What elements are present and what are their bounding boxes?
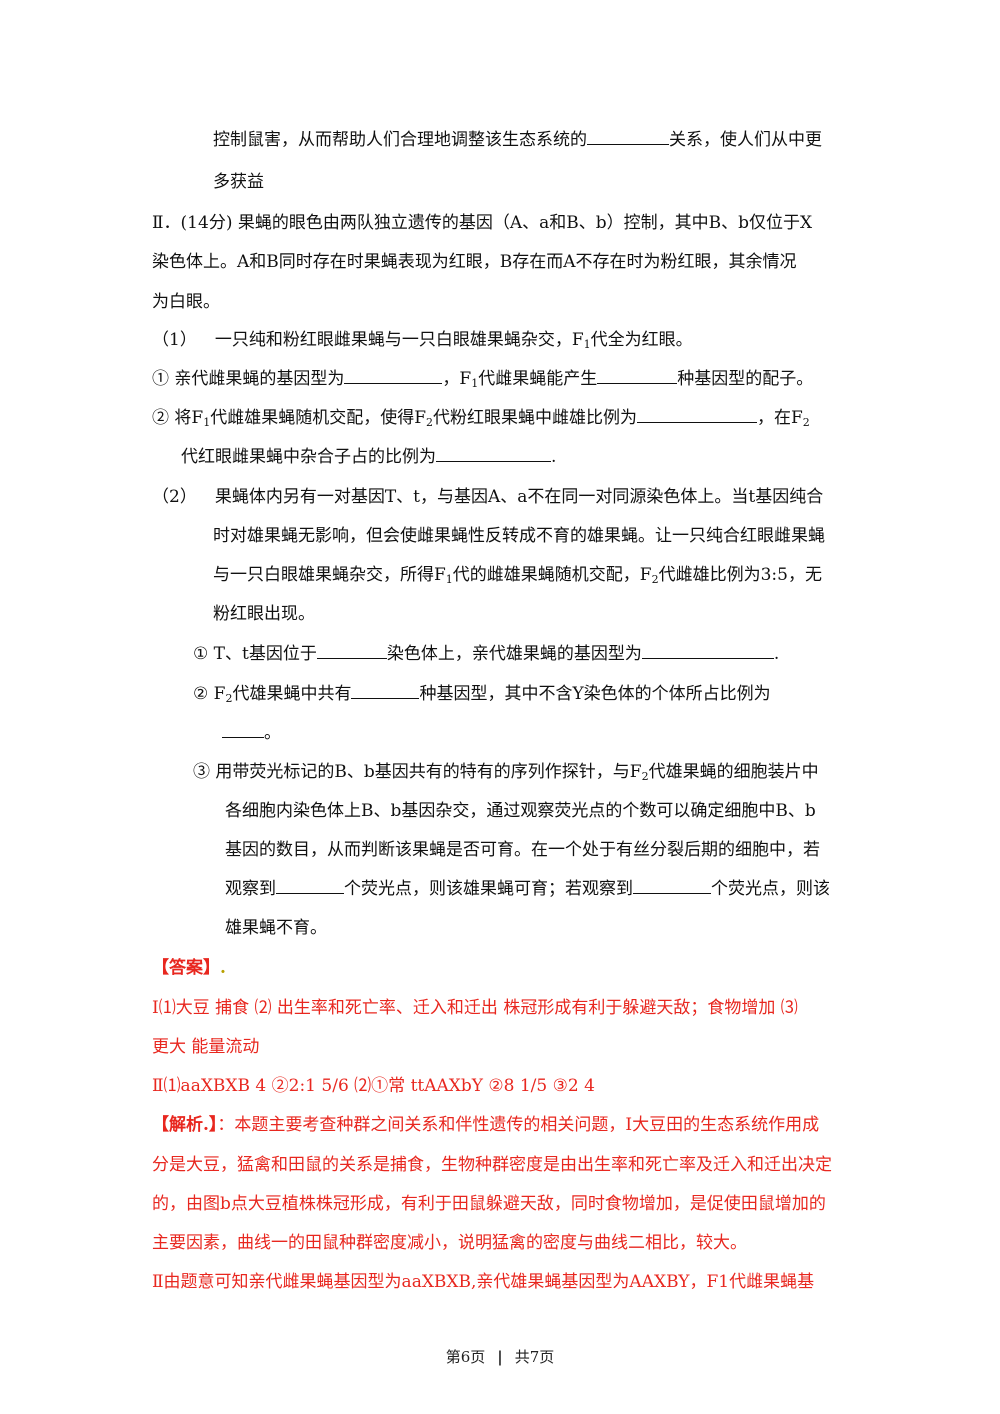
page-number: 第6页 (445, 1348, 486, 1366)
page-footer: 第6页 | 共7页 (0, 1346, 1000, 1367)
answer-line-1: Ⅰ⑴大豆 捕食 ⑵ 出生率和死亡率、迁入和迁出 株冠形成有利于躲避天敌；食物增加… (152, 998, 798, 1018)
fill-blank[interactable] (436, 445, 551, 462)
analysis-line-3: 的，由图b点大豆植株株冠形成，有利于田鼠躲避天敌，同时食物增加，是促使田鼠增加的 (152, 1194, 826, 1214)
question-2-stem: （2）果蝇体内另有一对基因T、t，与基因A、a不在同一对同源染色体上。当t基因纯… (152, 487, 824, 507)
question-2-item-2-cont: 。 (222, 721, 281, 745)
fill-blank[interactable] (597, 367, 678, 384)
question-2-line-4: 粉红眼出现。 (213, 604, 315, 624)
question-2-item-3-line-2: 各细胞内染色体上B、b基因杂交，通过观察荧光点的个数可以确定细胞中B、b (225, 801, 816, 821)
question-2-item-3-line-5: 雄果蝇不育。 (225, 918, 327, 938)
question-1-item-2-cont: 代红眼雌果蝇中杂合子占的比例为. (181, 445, 557, 467)
footer-separator: | (497, 1348, 503, 1366)
question-2-line-2: 时对雄果蝇无影响，但会使雌果蝇性反转成不育的雄果蝇。让一只纯合红眼雌果蝇 (213, 526, 825, 546)
fill-blank[interactable] (316, 642, 387, 659)
question-1-item-2: ② 将F1代雌雄果蝇随机交配，使得F2代粉红眼果蝇中雌雄比例为，在F2 (152, 406, 810, 429)
question-1-stem: （1）一只纯和粉红眼雌果蝇与一只白眼雄果蝇杂交，F1代全为红眼。 (152, 330, 693, 351)
fill-blank[interactable] (344, 367, 443, 384)
question-1-item-1: ① 亲代雌果蝇的基因型为，F1代雌果蝇能产生种基因型的配子。 (152, 367, 814, 390)
text-line-3: Ⅱ．(14分) 果蝇的眼色由两队独立遗传的基因（A、a和B、b）控制，其中B、b… (152, 213, 813, 233)
analysis-line-5: Ⅱ由题意可知亲代雌果蝇基因型为aaXBXB,亲代雄果蝇基因型为AAXBY，F1代… (152, 1272, 815, 1292)
fill-blank[interactable] (351, 682, 420, 699)
question-2-item-2: ② F2代雄果蝇中共有种基因型，其中不含Y染色体的个体所占比例为 (193, 682, 771, 705)
question-2-item-3-line-3: 基因的数目，从而判断该果蝇是否可育。在一个处于有丝分裂后期的细胞中，若 (225, 840, 820, 860)
fill-blank[interactable] (276, 877, 344, 894)
question-2-item-3: ③ 用带荧光标记的B、b基因共有的特有的序列作探针，与F2代雄果蝇的细胞装片中 (193, 762, 819, 783)
fill-blank[interactable] (633, 877, 711, 894)
answer-line-2: 更大 能量流动 (152, 1037, 260, 1057)
fill-blank[interactable] (222, 721, 264, 738)
analysis-line-1: 【解析.】：本题主要考查种群之间关系和伴性遗传的相关问题，Ⅰ大豆田的生态系统作用… (152, 1115, 820, 1135)
answer-line-3: Ⅱ⑴aaXBXB 4 ②2:1 5/6 ⑵①常 ttAAXbY ②8 1/5 ③… (152, 1076, 595, 1096)
question-2-line-3: 与一只白眼雄果蝇杂交，所得F1代的雌雄果蝇随机交配，F2代雌雄比例为3:5，无 (213, 565, 822, 586)
text-line-2: 多获益 (213, 172, 264, 192)
page-total: 共7页 (514, 1348, 555, 1366)
fill-blank[interactable] (641, 642, 774, 659)
question-2-item-3-line-4: 观察到个荧光点，则该雄果蝇可育；若观察到个荧光点，则该 (225, 877, 830, 899)
analysis-line-4: 主要因素，曲线一的田鼠种群密度减小，说明猛禽的密度与曲线二相比，较大。 (152, 1233, 747, 1253)
analysis-line-2: 分是大豆，猛禽和田鼠的关系是捕食，生物种群密度是由出生率和死亡率及迁入和迁出决定 (152, 1155, 832, 1175)
fill-blank[interactable] (637, 406, 757, 423)
fill-blank[interactable] (587, 128, 669, 145)
question-2-item-1: ① T、t基因位于染色体上，亲代雄果蝇的基因型为. (193, 642, 780, 664)
answer-heading: 【答案】. (152, 958, 226, 978)
text-line-5: 为白眼。 (152, 292, 220, 312)
text-line-4: 染色体上。A和B同时存在时果蝇表现为红眼，B存在而A不存在时为粉红眼，其余情况 (152, 252, 797, 272)
text-line-1: 控制鼠害，从而帮助人们合理地调整该生态系统的关系，使人们从中更 (213, 128, 822, 150)
